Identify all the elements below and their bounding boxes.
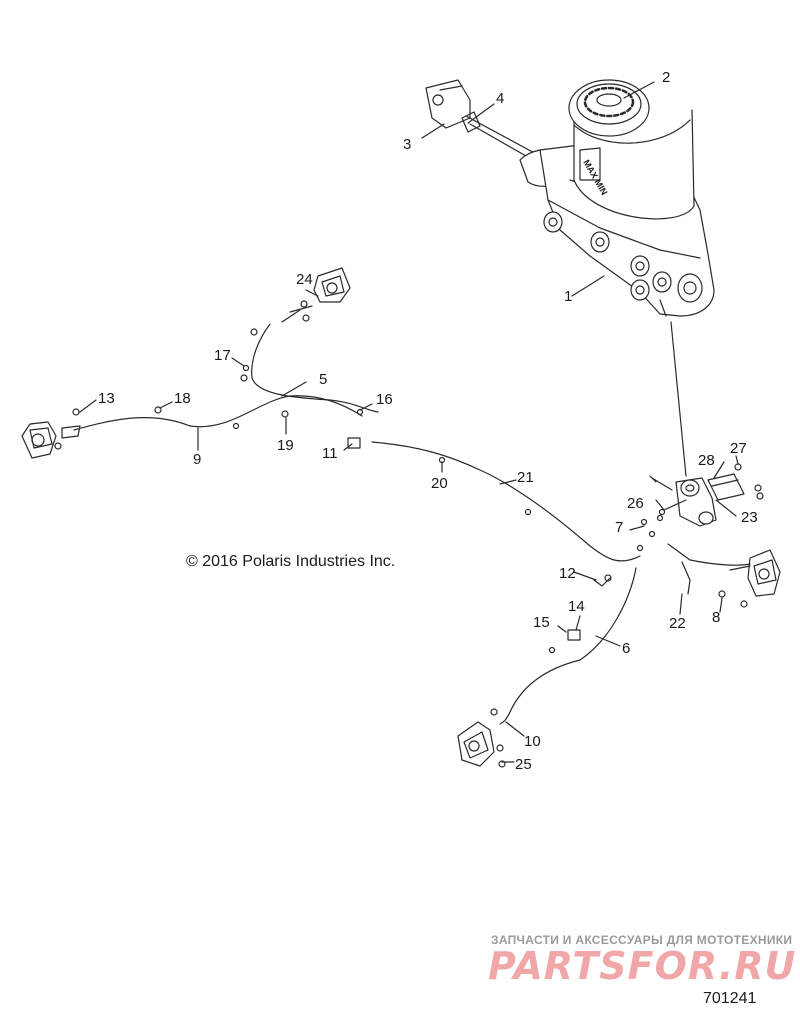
callout-21: 21 <box>517 469 534 486</box>
callout-20: 20 <box>431 475 448 492</box>
brake-line-6 <box>499 567 637 725</box>
distribution-block <box>649 463 764 527</box>
callout-18: 18 <box>174 390 191 407</box>
callout-24: 24 <box>296 271 313 288</box>
callout-27: 27 <box>730 440 747 457</box>
callout-22: 22 <box>669 615 686 632</box>
brake-line-9 <box>73 395 363 431</box>
callout-23: 23 <box>741 509 758 526</box>
callout-10: 10 <box>524 733 541 750</box>
copyright-notice: © 2016 Polaris Industries Inc. <box>186 553 396 570</box>
figure-number: 701241 <box>703 990 757 1007</box>
watermark-caption: ЗАПЧАСТИ И АКСЕССУАРЫ ДЛЯ МОТОТЕХНИКИ <box>491 933 793 947</box>
master-cylinder <box>425 79 715 317</box>
caliper-top <box>289 267 351 322</box>
callout-9: 9 <box>193 451 201 468</box>
callout-12: 12 <box>559 565 576 582</box>
leader-lines <box>79 81 739 763</box>
callout-14: 14 <box>568 598 585 615</box>
callout-15: 15 <box>533 614 550 631</box>
callout-19: 19 <box>277 437 294 454</box>
callout-1: 1 <box>564 288 572 305</box>
callout-6: 6 <box>622 640 630 657</box>
callout-7: 7 <box>615 519 623 536</box>
callout-17: 17 <box>214 347 231 364</box>
callout-8: 8 <box>712 609 720 626</box>
callout-28: 28 <box>698 452 715 469</box>
callout-2: 2 <box>662 69 670 86</box>
watermark-logo: PARTSFOR.RU <box>488 944 797 988</box>
callout-25: 25 <box>515 756 532 773</box>
callout-numbers: 1 2 3 4 5 6 7 8 9 10 11 12 13 14 15 16 1… <box>98 69 758 773</box>
caliper-left-front <box>21 408 81 459</box>
callout-13: 13 <box>98 390 115 407</box>
callout-5: 5 <box>319 371 327 388</box>
brake-line-5 <box>251 323 379 413</box>
leader-master-to-block <box>670 321 687 477</box>
caliper-bottom <box>457 708 504 767</box>
brake-line-22 <box>667 543 751 566</box>
caliper-right-rear <box>718 549 781 608</box>
callout-3: 3 <box>403 136 411 153</box>
callout-26: 26 <box>627 495 644 512</box>
brake-line-21 <box>371 441 641 562</box>
callout-16: 16 <box>376 391 393 408</box>
callout-11: 11 <box>322 445 338 462</box>
callout-4: 4 <box>496 90 504 107</box>
